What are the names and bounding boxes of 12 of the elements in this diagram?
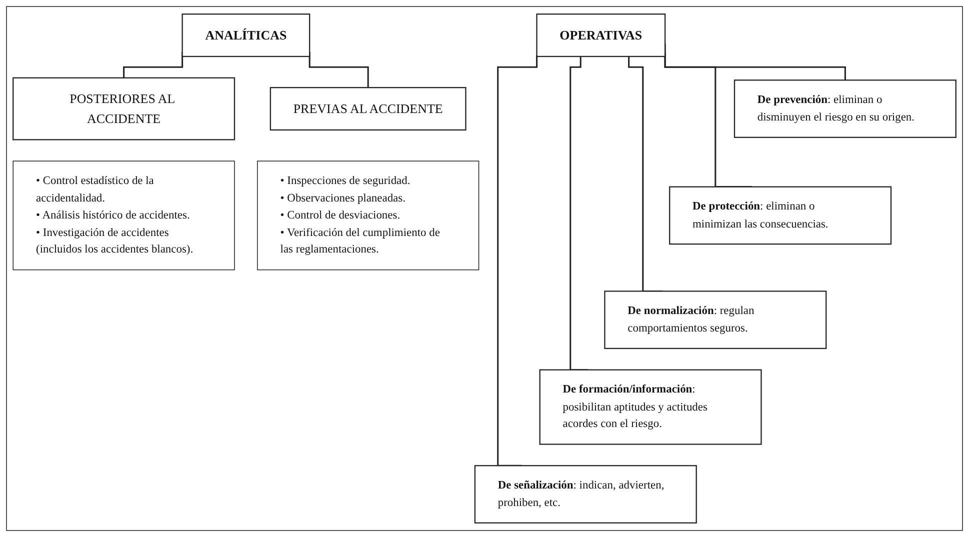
node-box: De formación/información: posibilitan aptitudes y actitudes acordes con el riesgo.	[539, 369, 762, 445]
node-box: • Inspecciones de seguridad. • Observaciones planeadas. • Control de desviaciones. • Verificación del cumplimiento de las reglamentaciones.	[257, 160, 480, 270]
node-box: POSTERIORES AL ACCIDENTE	[12, 77, 236, 140]
node-box: OPERATIVAS	[536, 14, 666, 58]
node-box: De protección: eliminan o minimizan las consecuencias.	[669, 186, 892, 245]
node-box: De prevención: eliminan o disminuyen el riesgo en su origen.	[734, 80, 956, 138]
connector	[497, 55, 538, 466]
node-box: De normalización: regulan comportamientos seguros.	[604, 290, 827, 350]
node-box: De señalización: indican, advierten, prohiben, etc.	[474, 465, 697, 524]
node-box: PREVIAS AL ACCIDENTE	[270, 87, 466, 131]
node-box: ANALÍTICAS	[182, 14, 310, 58]
node-box: • Control estadístico de la accidentalidad. • Análisis histórico de accidentes. • Investigación de accidentes (incluidos los accidentes blancos).	[12, 160, 235, 270]
